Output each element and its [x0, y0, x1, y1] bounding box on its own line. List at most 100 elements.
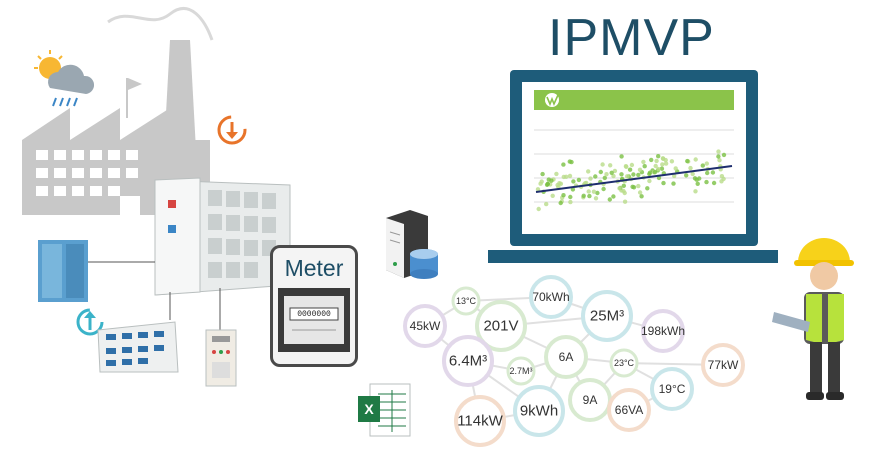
- scatter-point: [700, 163, 705, 168]
- bubble-label: 2.7M³: [509, 366, 532, 376]
- meter-label: Meter: [284, 255, 344, 281]
- scatter-point: [636, 183, 641, 189]
- measurement-bubble: 9A: [568, 378, 612, 422]
- scatter-point: [550, 193, 555, 198]
- bubble-label: 19°C: [659, 382, 686, 396]
- bubble-label: 6A: [559, 350, 574, 364]
- scatter-point: [581, 193, 586, 198]
- scatter-point: [629, 162, 635, 168]
- scatter-chart: [534, 90, 734, 212]
- scatter-point: [608, 163, 613, 168]
- scatter-point: [647, 178, 652, 184]
- measurement-bubble: 2.7M³: [506, 356, 536, 386]
- measurement-bubble: 45kW: [403, 304, 447, 348]
- server-database-icon: [386, 210, 438, 279]
- scatter-point: [571, 179, 576, 184]
- scatter-point: [716, 149, 721, 154]
- bubble-label: 198kWh: [641, 324, 685, 338]
- bubble-label: 25M³: [590, 308, 624, 325]
- scatter-point: [619, 172, 624, 177]
- scatter-point: [684, 173, 689, 178]
- scatter-point: [568, 199, 573, 205]
- scatter-point: [576, 177, 582, 183]
- scatter-point: [611, 173, 616, 179]
- scatter-point: [586, 189, 591, 194]
- bubble-label: 70kWh: [532, 290, 569, 304]
- scatter-point: [716, 154, 721, 159]
- bubble-ring: [650, 367, 694, 411]
- meter-readout: 0000000: [297, 310, 331, 319]
- small-panel: [205, 329, 237, 387]
- bubble-label: 13°C: [456, 296, 477, 306]
- scatter-point: [621, 183, 626, 188]
- scatter-point: [558, 200, 563, 206]
- scatter-point: [609, 170, 614, 175]
- scatter-point: [544, 201, 549, 207]
- scatter-point: [570, 187, 576, 192]
- scatter-point: [617, 186, 622, 191]
- chart-header: [534, 90, 734, 110]
- bubble-label: 9A: [583, 393, 598, 407]
- download-icon: [217, 115, 247, 145]
- scatter-point: [710, 170, 716, 175]
- factory-windows: [36, 150, 138, 196]
- bubble-ring: [701, 343, 745, 387]
- bubble-label: 9kWh: [520, 403, 558, 420]
- scatter-point: [567, 159, 572, 164]
- scatter-point: [536, 206, 541, 212]
- scatter-point: [588, 176, 593, 181]
- scatter-point: [661, 156, 666, 161]
- scatter-point: [561, 193, 566, 198]
- upload-icon: [76, 308, 104, 336]
- main-switchgear: [154, 177, 291, 296]
- scatter-point: [607, 197, 612, 202]
- measurement-bubble: 66VA: [607, 388, 651, 432]
- measurement-bubble: 23°C: [609, 348, 639, 378]
- scatter-point: [554, 171, 559, 177]
- scatter-point: [717, 158, 722, 163]
- bubble-ring: [506, 356, 536, 386]
- scatter-point: [663, 161, 669, 166]
- scatter-point: [653, 163, 658, 169]
- tablet: [772, 312, 810, 332]
- scatter-point: [555, 182, 560, 188]
- blue-cabinet: [38, 240, 88, 302]
- scatter-point: [690, 171, 695, 177]
- measurement-bubble: 6.4M³: [442, 335, 494, 387]
- scatter-point: [671, 181, 676, 186]
- helmet: [798, 238, 850, 262]
- scatter-point: [636, 172, 641, 178]
- scatter-point: [625, 174, 630, 179]
- bubble-ring: [641, 309, 685, 353]
- scatter-point: [619, 154, 624, 159]
- bubble-ring: [451, 286, 481, 316]
- scatter-point: [604, 172, 609, 177]
- scatter-point: [631, 172, 636, 177]
- factory-illustration: [22, 7, 300, 387]
- scatter-point: [561, 162, 566, 167]
- bubble-ring: [403, 304, 447, 348]
- scatter-point: [637, 190, 643, 195]
- scatter-point: [595, 190, 600, 196]
- scatter-point: [693, 157, 698, 162]
- scatter-point: [642, 164, 647, 169]
- scatter-point: [637, 167, 643, 172]
- bubble-label: 45kW: [410, 319, 441, 333]
- scatter-point: [659, 166, 665, 171]
- scatter-point: [649, 157, 654, 163]
- measurement-bubble: 114kW: [454, 395, 506, 447]
- logo-icon: [545, 93, 559, 107]
- scatter-point: [669, 159, 675, 164]
- bubble-label: 77kW: [708, 358, 739, 372]
- scatter-point: [641, 159, 646, 165]
- flag: [128, 78, 142, 90]
- scatter-point: [598, 169, 603, 175]
- measurement-bubble: 9kWh: [513, 385, 565, 437]
- lower-switchboard: [97, 321, 179, 373]
- scatter-point: [652, 170, 658, 175]
- scatter-point: [622, 199, 628, 204]
- scatter-point: [647, 171, 652, 177]
- measurement-bubble: 6A: [544, 335, 588, 379]
- scatter-point: [631, 185, 637, 190]
